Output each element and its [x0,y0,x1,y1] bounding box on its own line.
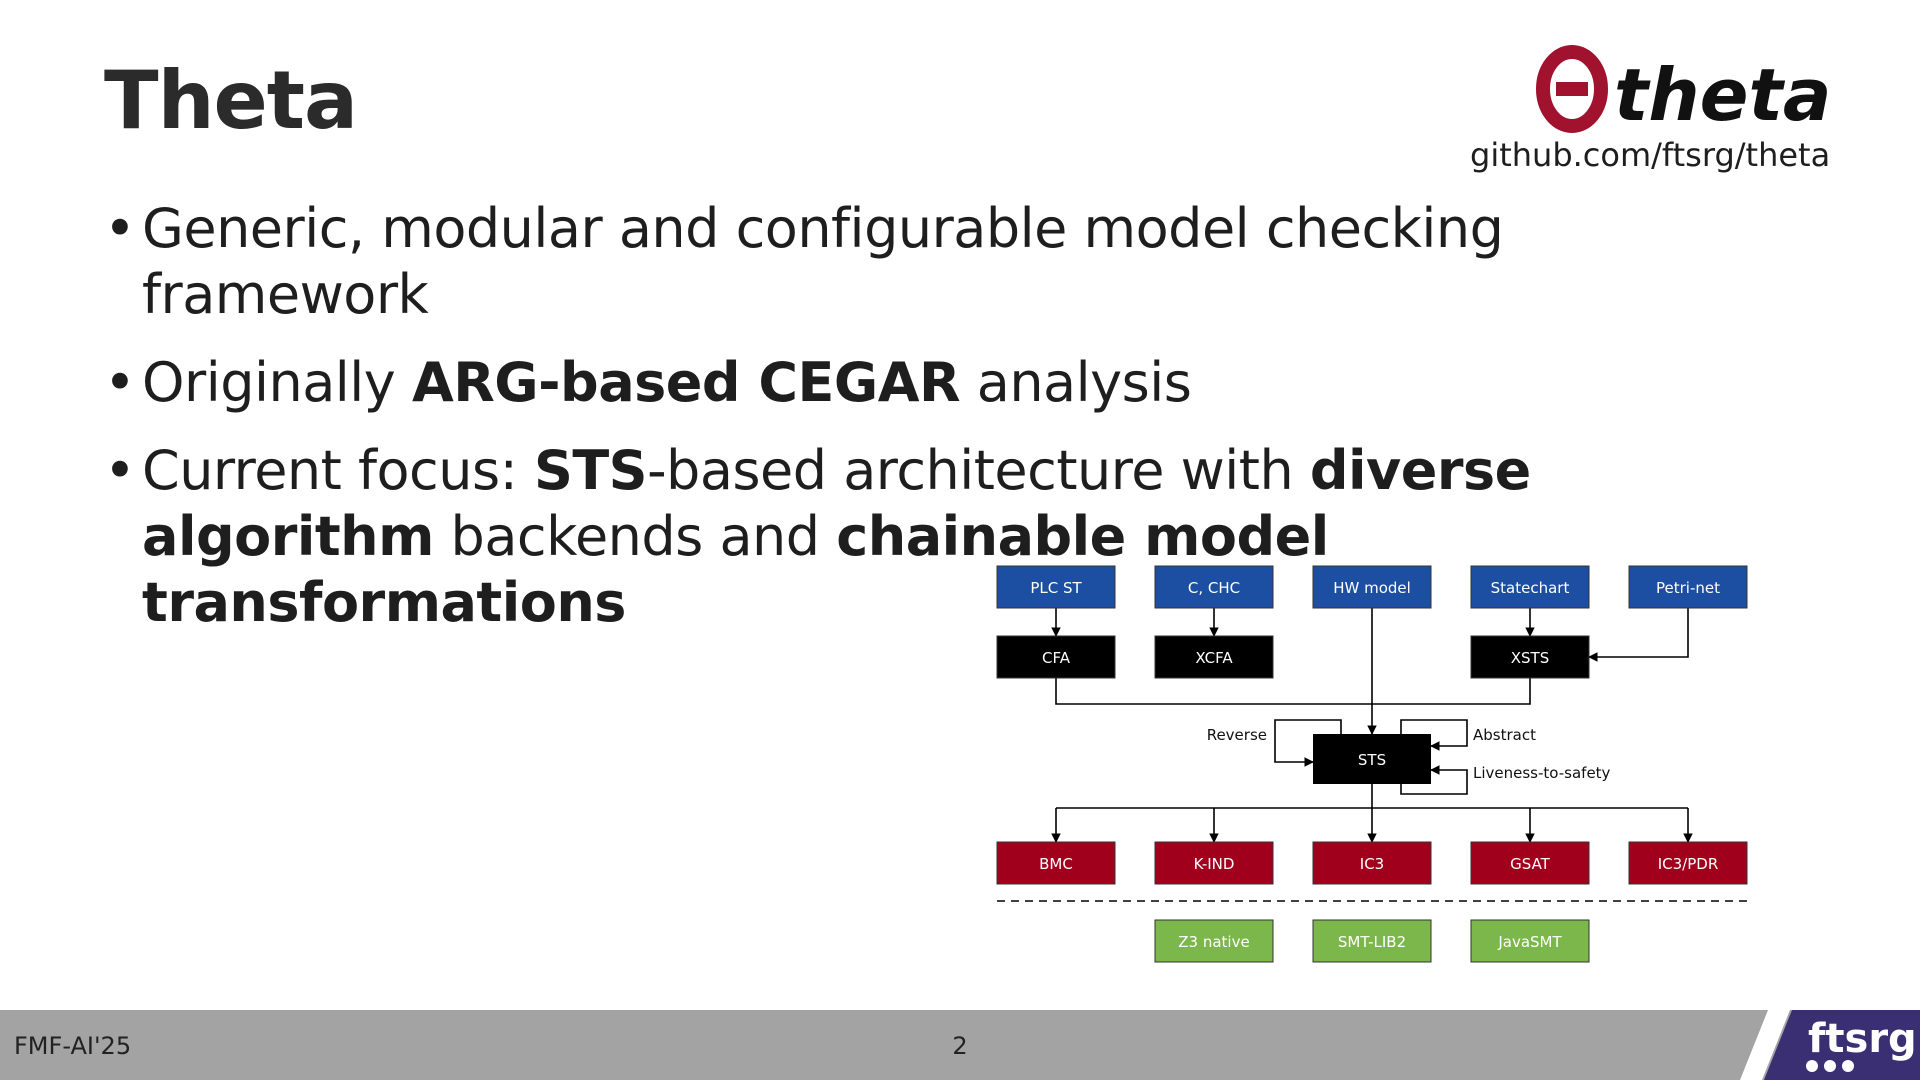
bullet-emphasis: STS [533,439,648,502]
intermediate-node-label: CFA [1042,649,1071,667]
bullet-emphasis: ARG-based CEGAR [411,351,961,414]
bullet-text: analysis [960,351,1192,414]
input-node-box [1470,565,1590,609]
bullet-dot: • [104,439,136,502]
transform-label: Reverse [1207,726,1267,744]
bullet-emphasis: diverse algorithm [142,439,1531,568]
architecture-diagram: PLC ST C, CHC HW model Statechart Petri-netC… [996,565,1748,963]
footer-logo-word: ftsrg [1808,1016,1917,1062]
bullet-text: Generic, modular and configurable model … [142,197,1504,326]
input-node-box [996,565,1116,609]
theta-logo-ring [1536,45,1608,133]
algorithm-node-box [996,841,1116,885]
intermediate-node-box [1154,635,1274,679]
algorithm-node-box [1628,841,1748,885]
bullet-item: •Originally ARG-based CEGAR analysis [104,350,1804,416]
footer-logo-panel [1764,1010,1920,1080]
input-node-box [1154,565,1274,609]
algorithm-node-label: GSAT [1510,855,1551,873]
bullet-list: •Generic, modular and configurable model… [104,196,1804,658]
algorithm-node-label: IC3 [1360,855,1384,873]
input-node-label: HW model [1333,579,1411,597]
diagram-connector [1588,608,1689,662]
diagram-connector [1055,678,1531,705]
bullet-item: •Generic, modular and configurable model… [104,196,1804,328]
algorithm-node-box [1154,841,1274,885]
solver-node-box [1470,919,1590,963]
theta-logo-graphic: theta [1536,45,1830,134]
theta-logo-bar [1556,82,1588,96]
bullet-item: •Current focus: STS-based architecture w… [104,438,1804,636]
slide-title: Theta [104,54,358,147]
sts-label: STS [1358,751,1386,769]
algorithm-node-box [1312,841,1432,885]
theta-logo-word: theta [1614,53,1830,134]
footer-logo-dot [1824,1060,1836,1072]
intermediate-node-box [996,635,1116,679]
input-node-label: C, CHC [1188,579,1240,597]
footer-logo-white-stripe [1740,1010,1790,1080]
liveness-loop [1400,765,1468,795]
solver-node-box [1312,919,1432,963]
input-node-label: Statechart [1491,579,1570,597]
footer-logo-dot [1842,1060,1854,1072]
algorithm-node-box [1470,841,1590,885]
bullet-text: -based architecture with [647,439,1310,502]
solver-node-box [1154,919,1274,963]
intermediate-node-label: XCFA [1195,649,1233,667]
ftsrg-logo: ftsrg [1740,1010,1920,1080]
page-number: 2 [952,1032,968,1060]
theta-logo: theta [1530,44,1830,134]
algorithm-node-label: K-IND [1194,855,1235,873]
abstract-loop [1400,719,1468,751]
solver-node-label: Z3 native [1178,933,1249,951]
intermediate-node-label: XSTS [1511,649,1549,667]
reverse-loop [1274,719,1342,767]
transform-label: Abstract [1473,726,1536,744]
sts-box [1313,734,1431,784]
solver-node-label: SMT-LIB2 [1338,933,1406,951]
bullet-text: Originally [142,351,412,414]
algorithm-node-label: IC3/PDR [1658,855,1719,873]
input-node-label: Petri-net [1656,579,1720,597]
footer-event: FMF-AI'25 [14,1032,132,1060]
bullet-text: Current focus: [142,439,534,502]
solver-node-label: JavaSMT [1497,933,1562,951]
transform-label: Liveness-to-safety [1473,764,1611,782]
bullet-dot: • [104,351,136,414]
bullet-text: backends and [433,505,837,568]
input-node-box [1628,565,1748,609]
intermediate-node-box [1470,635,1590,679]
footer-bar: FMF-AI'25 2 ftsrg [0,1010,1920,1080]
input-node-box [1312,565,1432,609]
bullet-emphasis: chainable model transformations [142,505,1329,634]
repo-url[interactable]: github.com/ftsrg/theta [1470,136,1831,174]
input-node-label: PLC ST [1030,579,1082,597]
footer-logo-dot [1806,1060,1818,1072]
algorithm-node-label: BMC [1039,855,1073,873]
bullet-dot: • [104,197,136,260]
